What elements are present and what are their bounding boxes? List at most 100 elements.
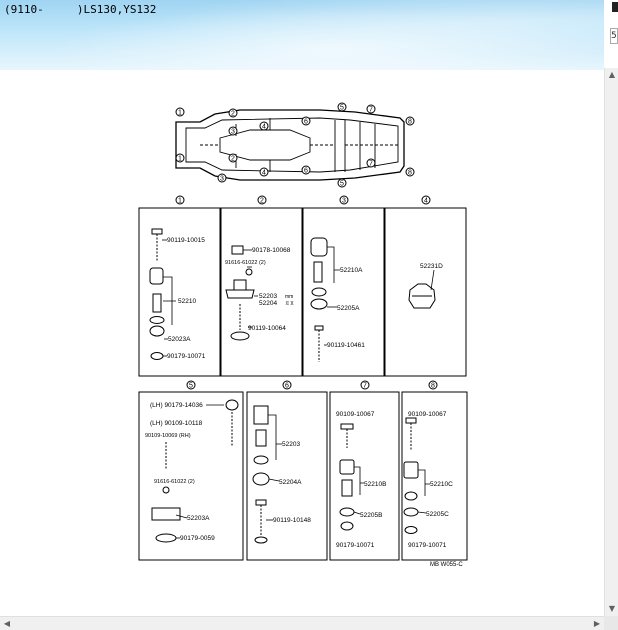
- callout-1-lower: 1: [175, 153, 185, 163]
- svg-text:8: 8: [408, 170, 412, 177]
- frame-callouts: 1 2 3 4 5 6 7 8 1 2 3 4 5 6 7 8: [175, 102, 415, 188]
- panel-5-parts: [151, 399, 239, 543]
- callout-2-lower: 2: [228, 153, 238, 163]
- scroll-right-arrow-icon[interactable]: ▶: [590, 617, 604, 630]
- panel-4-box: [384, 207, 467, 377]
- label-p5-e: 52203A: [187, 515, 210, 522]
- svg-text:7: 7: [363, 383, 367, 390]
- label-p7-a: 90109-10067: [336, 411, 375, 418]
- svg-text:5: 5: [189, 383, 193, 390]
- label-p3-b: 52205A: [337, 305, 360, 312]
- svg-text:3: 3: [231, 129, 235, 136]
- panel-number-5: 5: [186, 380, 196, 390]
- callout-6: 6: [301, 116, 311, 126]
- svg-text:7: 7: [369, 107, 373, 114]
- callout-3-lower: 3: [217, 173, 227, 183]
- label-p8-c: 52205C: [426, 511, 449, 518]
- panel-number-7: 7: [360, 380, 370, 390]
- label-p2-a: 90178-10068: [252, 247, 291, 254]
- title-bar: (9110- )LS130,YS132: [0, 0, 604, 70]
- panel-1-bolt: [151, 228, 163, 262]
- side-page-button[interactable]: 5: [610, 28, 618, 44]
- callout-8-lower: 8: [405, 167, 415, 177]
- window-title: (9110- )LS130,YS132: [4, 3, 157, 16]
- leader-lines: [162, 239, 435, 539]
- label-p2-c1-suffix: mm: [285, 294, 293, 300]
- svg-text:3: 3: [220, 176, 224, 183]
- svg-text:4: 4: [424, 198, 428, 205]
- svg-text:1: 1: [178, 198, 182, 205]
- panel-boxes: [138, 207, 468, 561]
- label-p7-c: 52205B: [360, 512, 382, 519]
- panel-7-parts: [339, 423, 355, 531]
- callout-1: 1: [175, 107, 185, 117]
- label-p7-d: 90179-10071: [336, 542, 375, 549]
- label-p1-c: 52023A: [168, 336, 191, 343]
- callout-2: 2: [228, 108, 238, 118]
- callout-5: 5: [337, 102, 347, 112]
- label-p8-d: 90179-10071: [408, 542, 447, 549]
- label-p3-a: 52210A: [340, 267, 363, 274]
- chassis-frame-overview: [175, 109, 405, 181]
- svg-text:7: 7: [369, 161, 373, 168]
- panel-number-4: 4: [421, 195, 431, 205]
- label-p8-a: 90109-10067: [408, 411, 447, 418]
- label-p2-d: 90119-10064: [248, 325, 286, 332]
- label-p2-c2: 52204: [259, 300, 277, 307]
- panel-8-box: [401, 391, 468, 561]
- label-p2-c1: 52203: [259, 293, 277, 300]
- label-p2-b: 91616-61022 (2): [225, 260, 266, 266]
- label-p7-b: 52210B: [364, 481, 386, 488]
- label-p5-f: 90179-0059: [180, 535, 215, 542]
- svg-text:2: 2: [231, 156, 235, 163]
- callout-5-lower: 5: [337, 178, 347, 188]
- svg-text:8: 8: [431, 383, 435, 390]
- scroll-down-arrow-icon[interactable]: ▼: [605, 602, 618, 616]
- svg-text:1: 1: [178, 110, 182, 117]
- callout-4-lower: 4: [259, 167, 269, 177]
- panel-2-box: [220, 207, 303, 377]
- svg-text:6: 6: [304, 119, 308, 126]
- label-p6-b: 52204A: [279, 479, 302, 486]
- label-p1-b: 52210: [178, 298, 196, 305]
- scroll-left-arrow-icon[interactable]: ◀: [0, 617, 14, 630]
- part-labels: 90119-10015 52210 52023A 90179-10071 901…: [145, 237, 463, 568]
- label-p5-a: (LH) 90179-14036: [150, 402, 203, 409]
- svg-text:6: 6: [304, 168, 308, 175]
- panel-3-box: [302, 207, 385, 377]
- label-p1-a: 90119-10015: [167, 237, 205, 244]
- label-p6-a: 52203: [282, 441, 300, 448]
- label-p8-b: 52210C: [430, 481, 453, 488]
- panel-6-parts: [252, 405, 270, 544]
- svg-text:2: 2: [231, 111, 235, 118]
- panel-number-2: 2: [257, 195, 267, 205]
- panel-1-box: [138, 207, 221, 377]
- side-tab-marker: [612, 2, 618, 12]
- scroll-up-arrow-icon[interactable]: ▲: [605, 68, 618, 82]
- callout-8: 8: [405, 116, 415, 126]
- panel-5-box: [138, 391, 244, 561]
- horizontal-scrollbar[interactable]: ◀ ▶: [0, 616, 604, 630]
- panel-number-6: 6: [282, 380, 292, 390]
- label-p5-d: 91616-61022 (2): [154, 479, 195, 485]
- panel-number-1: 1: [175, 195, 185, 205]
- label-p5-b: (LH) 90109-10118: [150, 420, 203, 427]
- svg-text:5: 5: [340, 105, 344, 112]
- parts-diagram: 1 2 3 4 5 6 7 8 1 2 3 4 5 6 7 8 1 2 3 4 …: [138, 102, 468, 568]
- part-drawings: [149, 228, 436, 544]
- label-p5-c: 90109-10069 (RH): [145, 433, 191, 439]
- label-p1-d: 90179-10071: [167, 353, 206, 360]
- svg-text:5: 5: [340, 181, 344, 188]
- panel-number-8: 8: [428, 380, 438, 390]
- svg-text:3: 3: [342, 198, 346, 205]
- panel-2-nut: [231, 245, 253, 276]
- vertical-scrollbar[interactable]: ▲ ▼: [604, 68, 618, 616]
- panel-3-cushion: [310, 237, 328, 362]
- svg-text:2: 2: [260, 198, 264, 205]
- svg-text:8: 8: [408, 119, 412, 126]
- callout-4: 4: [259, 121, 269, 131]
- label-p3-c: 90119-10461: [327, 342, 365, 349]
- panel-8-parts: [403, 417, 419, 534]
- callout-7-lower: 7: [366, 158, 376, 168]
